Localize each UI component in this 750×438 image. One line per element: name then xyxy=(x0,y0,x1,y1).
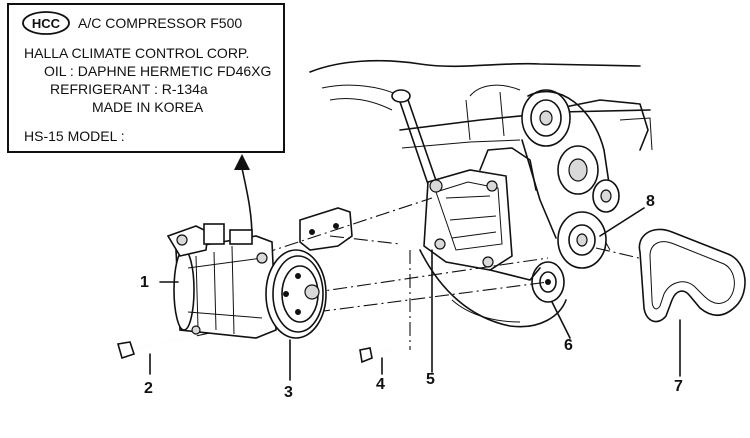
label-title: A/C COMPRESSOR F500 xyxy=(78,15,242,31)
adapter-plate xyxy=(299,207,353,251)
callout-8: 8 xyxy=(646,193,655,210)
label-box: HCC A/C COMPRESSOR F500 HALLA CLIMATE CO… xyxy=(7,3,285,153)
callout-1: 1 xyxy=(140,274,149,291)
callout-7: 7 xyxy=(674,378,683,395)
leader-lines xyxy=(149,207,681,381)
callout-5: 5 xyxy=(426,371,435,388)
label-line-manufacturer: HALLA CLIMATE CONTROL CORP. xyxy=(24,45,249,61)
hcc-logo-oval xyxy=(22,11,70,35)
callout-3: 3 xyxy=(284,384,293,401)
label-line-origin: MADE IN KOREA xyxy=(92,99,204,115)
drive-belt xyxy=(638,228,746,323)
label-line-refrigerant: REFRIGERANT : R-134a xyxy=(50,81,208,97)
hcc-logo-text: HCC xyxy=(32,16,61,31)
idler-pulley xyxy=(531,261,565,303)
mounting-bracket xyxy=(423,147,541,281)
callout-numbers: 1 2 3 4 5 6 7 8 xyxy=(140,193,683,401)
label-arrow xyxy=(234,154,253,239)
short-bolt xyxy=(359,347,395,364)
long-bolt xyxy=(116,335,197,360)
callout-2: 2 xyxy=(144,380,153,397)
compressor xyxy=(166,223,277,339)
clutch-pulley xyxy=(265,249,327,339)
label-line-model: HS-15 MODEL : xyxy=(24,128,125,144)
callout-4: 4 xyxy=(376,376,385,393)
engine-pulleys xyxy=(521,89,620,269)
engine-block xyxy=(309,59,653,328)
label-line-oil: OIL : DAPHNE HERMETIC FD46XG xyxy=(44,63,271,79)
callout-6: 6 xyxy=(564,337,573,354)
